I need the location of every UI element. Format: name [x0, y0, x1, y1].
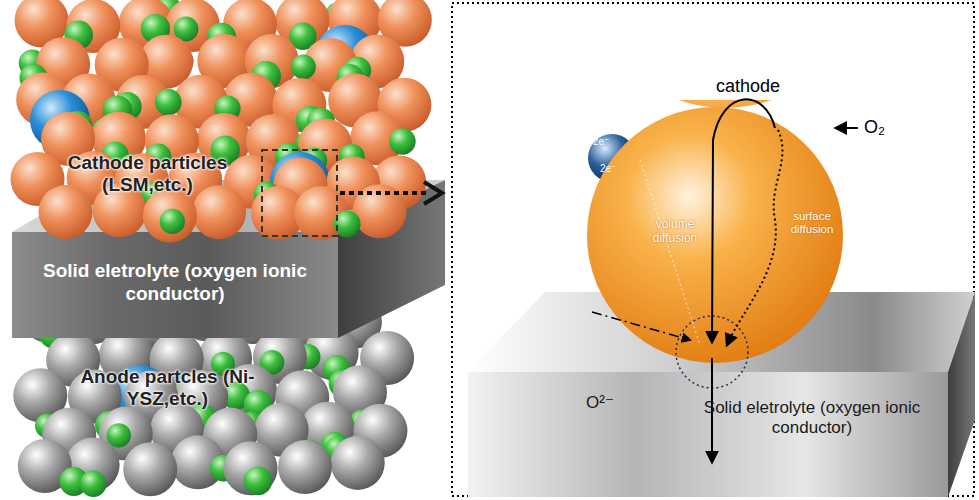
surface-path-arrow [727, 130, 782, 345]
zoom-arrow-head [424, 182, 442, 204]
electron-label: 2e⁻ [600, 163, 630, 175]
slab-front [12, 232, 338, 338]
slab-side [338, 180, 445, 338]
particle [192, 185, 246, 239]
particle [143, 189, 197, 243]
particle [107, 423, 131, 447]
path-label: surface diffusion [785, 210, 839, 236]
particle [224, 441, 278, 495]
volume-path-arrow [712, 99, 775, 342]
particle [278, 440, 332, 494]
particle [155, 89, 182, 116]
slab-text: Solid eletrolyte (oxygen ionic conductor… [19, 260, 331, 306]
particle [331, 436, 385, 490]
guide-line [640, 160, 700, 345]
electrolyte-slab-label: Solid eletrolyte (oxygen ionic conductor… [19, 238, 331, 328]
zoom-box [262, 150, 337, 236]
particle [389, 128, 415, 154]
particle [123, 442, 177, 496]
tpb-arrow [592, 312, 690, 340]
slab-text: Solid eletrolyte (oxygen ionic conductor… [686, 398, 938, 439]
cathode-particle [587, 107, 843, 363]
electron-label: 2e⁻ [593, 136, 623, 148]
part-label: cathode [716, 76, 796, 97]
electrolyte-slab-label: Solid eletrolyte (oxygen ionic conductor… [686, 390, 938, 446]
part-label: Cathode particles (LSM,etc.) [25, 152, 270, 196]
path-label: volume diffusion [646, 218, 704, 246]
species-label: O₂ [864, 117, 904, 138]
electrolyte-slab [12, 180, 445, 338]
particle [243, 466, 272, 495]
oxygen-arrow [836, 127, 858, 129]
particle [334, 211, 361, 238]
particle [160, 209, 185, 234]
slab-front [468, 372, 948, 497]
particle [80, 471, 106, 497]
ion-label: O²⁻ [586, 393, 636, 413]
cathode-particle-top [587, 100, 863, 108]
slab-side [948, 292, 975, 497]
zoom-arrow [340, 191, 428, 195]
part-label: Anode partcles (Ni-YSZ,etc.) [45, 366, 290, 410]
zoom-frame [452, 3, 974, 496]
particle [38, 185, 92, 239]
particle [291, 55, 316, 80]
cathode-particles [11, 0, 432, 243]
